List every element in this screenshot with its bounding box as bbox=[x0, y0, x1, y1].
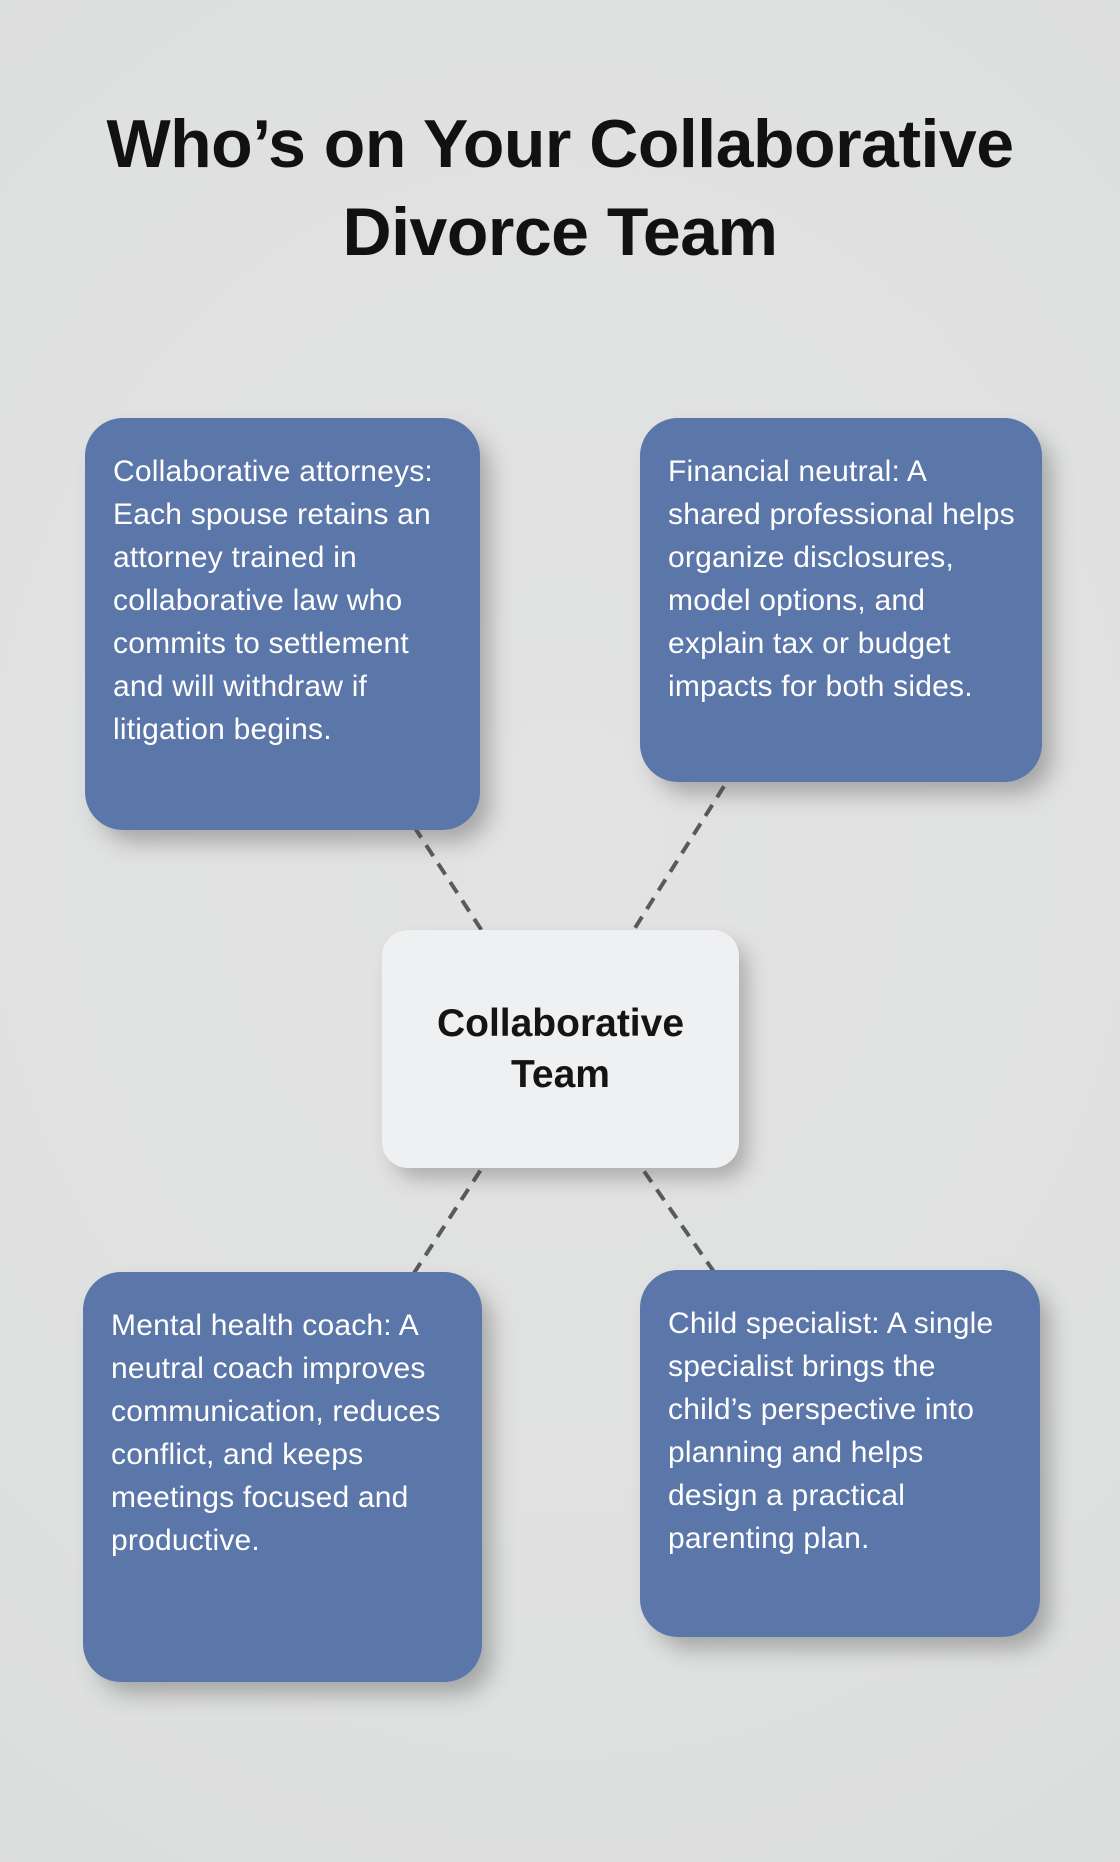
node-card-collaborative-attorneys: Collaborative attorneys: Each spouse ret… bbox=[85, 418, 480, 830]
page-title: Who’s on Your Collaborative Divorce Team bbox=[0, 100, 1120, 276]
page-title-line-1: Who’s on Your Collaborative bbox=[106, 106, 1014, 182]
node-card-child-specialist: Child specialist: A single specialist br… bbox=[640, 1270, 1040, 1637]
page-title-line-2: Divorce Team bbox=[342, 194, 778, 270]
center-node-label: Collaborative Team bbox=[436, 1002, 685, 1096]
node-text-mental-health-coach: Mental health coach: A neutral coach imp… bbox=[111, 1309, 441, 1557]
node-text-child-specialist: Child specialist: A single specialist br… bbox=[668, 1307, 994, 1555]
node-text-financial-neutral: Financial neutral: A shared professional… bbox=[668, 455, 1015, 703]
connector-line-bottom-right bbox=[557, 1047, 842, 1455]
node-card-financial-neutral: Financial neutral: A shared professional… bbox=[640, 418, 1042, 782]
node-text-collaborative-attorneys: Collaborative attorneys: Each spouse ret… bbox=[113, 455, 433, 746]
node-card-mental-health-coach: Mental health coach: A neutral coach imp… bbox=[83, 1272, 482, 1682]
center-node-collaborative-team: Collaborative Team bbox=[382, 930, 739, 1168]
